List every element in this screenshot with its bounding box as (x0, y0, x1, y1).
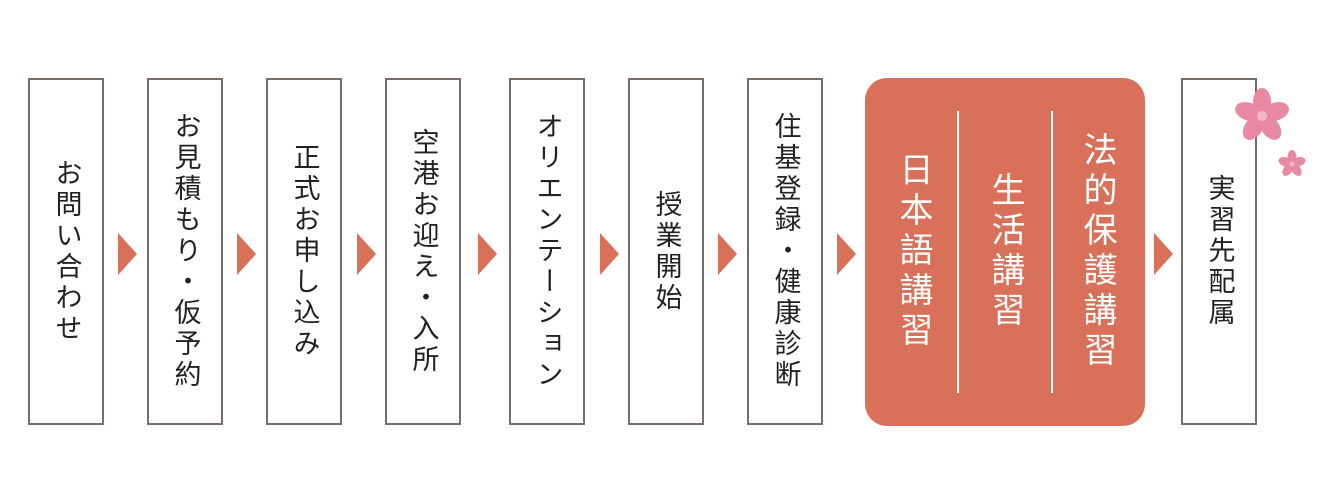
arrow-right-icon (718, 233, 737, 275)
step-inquiry: お問い合わせ (28, 78, 104, 425)
arrow-right-icon (600, 233, 619, 275)
step-orientation: オリエンテーション (509, 78, 585, 425)
step-label: 住基登録・健康診断 (769, 112, 801, 391)
step-estimate: お見積もり・仮予約 (147, 78, 223, 425)
step-label: 授業開始 (650, 189, 682, 314)
divider (1051, 111, 1053, 393)
step-application: 正式お申し込み (266, 78, 342, 425)
step-label: オリエンテーション (531, 112, 563, 391)
step-registration-health: 住基登録・健康診断 (747, 78, 823, 425)
step-class-start: 授業開始 (628, 78, 704, 425)
arrow-right-icon (357, 233, 376, 275)
step-label: お問い合わせ (50, 158, 82, 345)
step-label: 正式お申し込み (288, 143, 320, 360)
step-airport-pickup: 空港お迎え・入所 (385, 78, 461, 425)
course-japanese: 日本語講習 (879, 78, 947, 426)
training-courses-block: 日本語講習 生活講習 法的保護講習 (865, 78, 1145, 426)
step-label: お見積もり・仮予約 (169, 112, 201, 391)
arrow-right-icon (1154, 233, 1173, 275)
course-life: 生活講習 (971, 78, 1039, 426)
course-label: 日本語講習 (893, 152, 933, 352)
step-label: 空港お迎え・入所 (407, 127, 439, 376)
course-label: 生活講習 (985, 172, 1025, 332)
step-label: 実習先配属 (1203, 174, 1235, 329)
arrow-right-icon (118, 233, 137, 275)
arrow-right-icon (237, 233, 256, 275)
divider (957, 111, 959, 393)
arrow-right-icon (837, 233, 856, 275)
cherry-blossom-icon (1235, 88, 1306, 176)
arrow-right-icon (478, 233, 497, 275)
course-label: 法的保護講習 (1077, 132, 1117, 372)
course-legal: 法的保護講習 (1063, 78, 1131, 426)
